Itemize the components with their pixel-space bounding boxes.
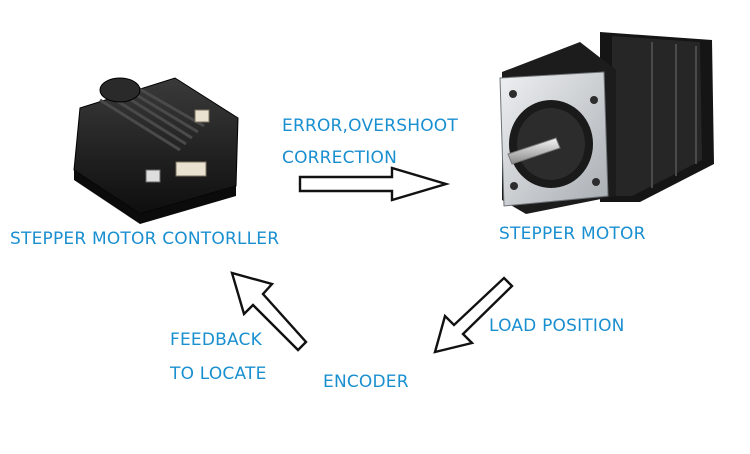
arrow-controller-to-motor <box>298 166 451 202</box>
error-correction-label-line1: ERROR,OVERSHOOT <box>282 116 458 136</box>
encoder-label: ENCODER <box>323 372 409 392</box>
arrow-motor-to-encoder <box>433 276 514 354</box>
arrow-encoder-to-controller <box>230 271 308 352</box>
stepper-motor-image <box>499 32 714 214</box>
load-position-label: LOAD POSITION <box>489 316 625 336</box>
feedback-label-line1: FEEDBACK <box>170 330 262 350</box>
controller-label: STEPPER MOTOR CONTORLLER <box>10 229 280 249</box>
stepper-controller-image <box>73 77 239 224</box>
feedback-label-line2: TO LOCATE <box>170 364 267 384</box>
error-correction-label-line2: CORRECTION <box>282 148 397 168</box>
motor-label: STEPPER MOTOR <box>499 224 646 244</box>
